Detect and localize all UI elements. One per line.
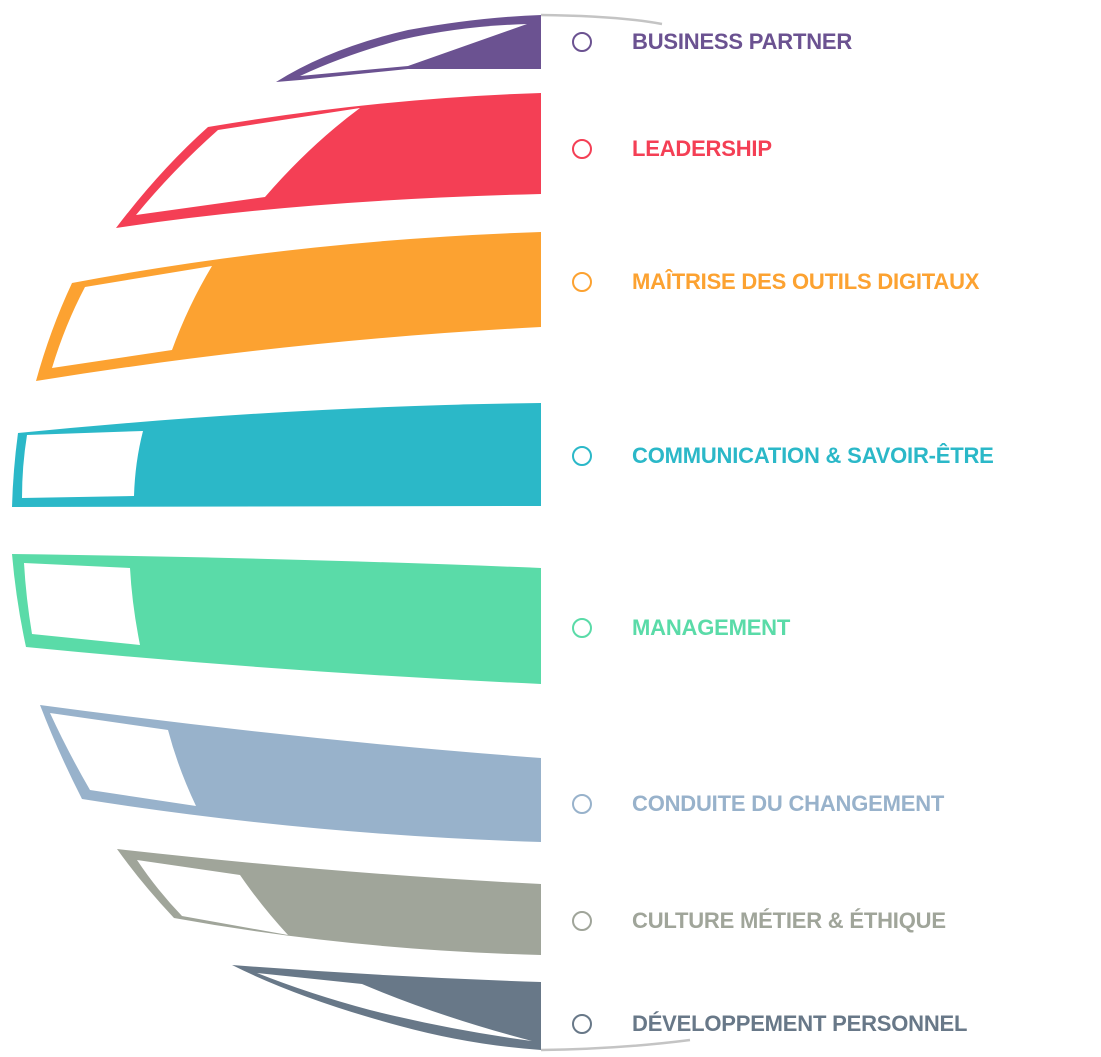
legend-item-management[interactable]: MANAGEMENT [572, 613, 790, 643]
circle-outline-icon [572, 794, 592, 814]
legend-label: MANAGEMENT [632, 615, 791, 640]
circle-outline-icon [572, 32, 592, 52]
circle-outline-icon [572, 911, 592, 931]
legend-label: COMMUNICATION & SAVOIR-ÊTRE [632, 443, 994, 468]
band-conduite-du-changement [40, 705, 541, 842]
band-management [12, 554, 541, 684]
legend-label: MAÎTRISE DES OUTILS DIGITAUX [632, 269, 980, 294]
band-culture-metier-ethique [117, 849, 541, 955]
band-business-partner [276, 15, 541, 82]
circle-outline-icon [572, 446, 592, 466]
legend-item-communication-savoir-etre[interactable]: COMMUNICATION & SAVOIR-ÊTRE [572, 441, 994, 471]
circle-outline-icon [572, 1014, 592, 1034]
legend-item-developpement-personnel[interactable]: DÉVELOPPEMENT PERSONNEL [572, 1009, 967, 1039]
circle-outline-icon [572, 272, 592, 292]
legend-label: BUSINESS PARTNER [632, 29, 853, 54]
circle-outline-icon [572, 618, 592, 638]
band-maitrise-outils-digitaux [36, 232, 541, 381]
band-developpement-personnel [232, 965, 541, 1050]
legend-label: LEADERSHIP [632, 136, 772, 161]
globe-bottom-arc [540, 1038, 691, 1052]
legend-item-culture-metier-ethique[interactable]: CULTURE MÉTIER & ÉTHIQUE [572, 906, 946, 936]
globe-top-arc [540, 13, 663, 26]
circle-outline-icon [572, 139, 592, 159]
legend-label: CULTURE MÉTIER & ÉTHIQUE [632, 908, 946, 933]
legend-label: CONDUITE DU CHANGEMENT [632, 791, 945, 816]
legend-label: DÉVELOPPEMENT PERSONNEL [632, 1011, 968, 1036]
band-communication-savoir-etre [12, 403, 541, 507]
legend-item-business-partner[interactable]: BUSINESS PARTNER [572, 27, 852, 57]
legend-item-leadership[interactable]: LEADERSHIP [572, 134, 772, 164]
legend-item-conduite-du-changement[interactable]: CONDUITE DU CHANGEMENT [572, 789, 944, 819]
band-leadership [116, 93, 541, 228]
legend-item-maitrise-outils-digitaux[interactable]: MAÎTRISE DES OUTILS DIGITAUX [572, 267, 979, 297]
